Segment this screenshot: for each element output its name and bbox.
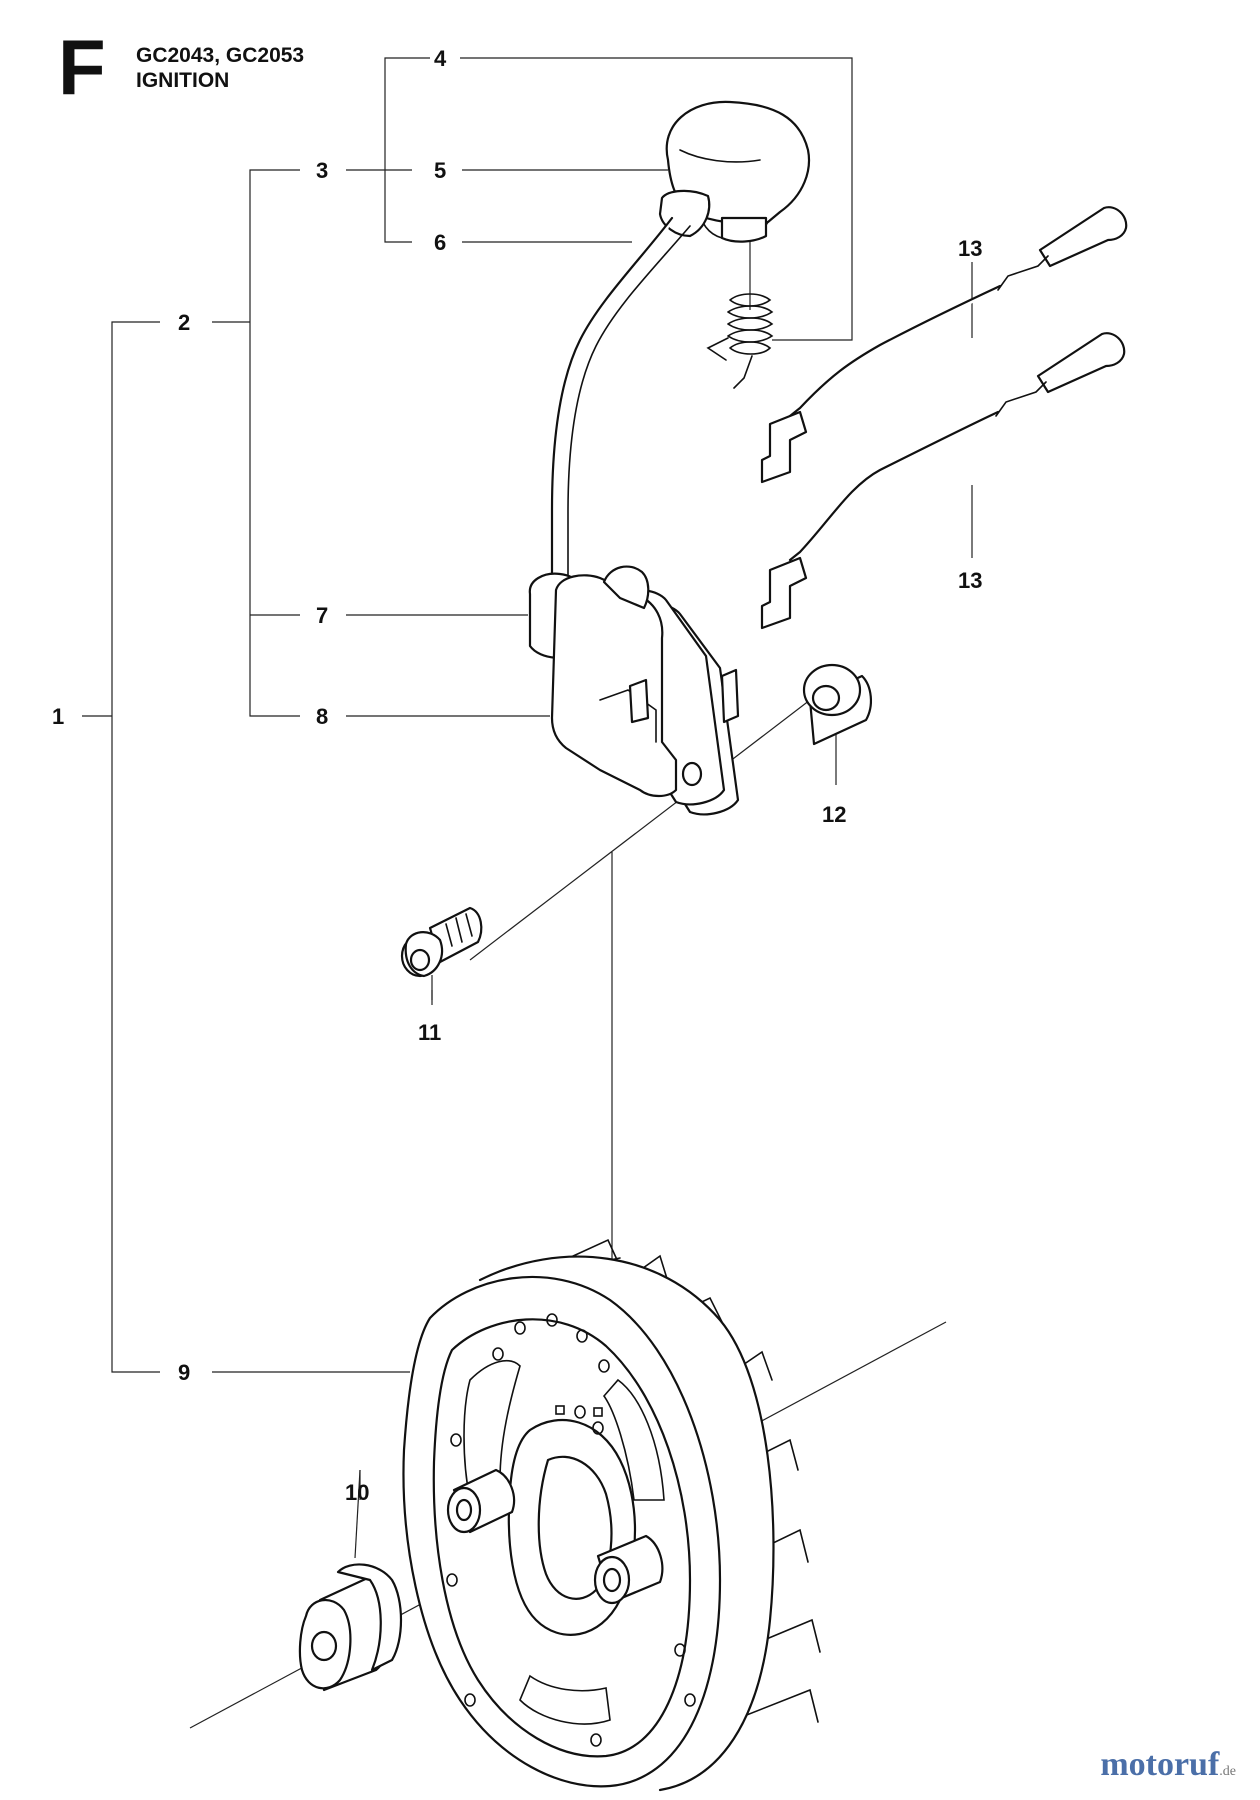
flywheel-nut (298, 1563, 403, 1692)
callout-13-upper: 13 (958, 236, 982, 261)
watermark-logo: motoruf.de (1100, 1746, 1236, 1784)
callout-5: 5 (434, 158, 446, 183)
callout-1: 1 (52, 704, 64, 729)
callout-labels: 1 2 3 4 5 6 7 8 9 10 11 12 13 13 (52, 46, 982, 1505)
callout-4: 4 (434, 46, 447, 71)
ground-wire-upper (760, 206, 1128, 484)
callout-8: 8 (316, 704, 328, 729)
watermark-tld: .de (1219, 1764, 1236, 1779)
callout-3: 3 (316, 158, 328, 183)
model-numbers: GC2043, GC2053 (136, 44, 305, 67)
callout-7: 7 (316, 603, 328, 628)
callout-13-lower: 13 (958, 568, 982, 593)
ignition-coil (528, 565, 740, 816)
ignition-lead-inner (567, 225, 691, 579)
watermark-text: motoruf (1100, 1746, 1220, 1783)
callout-2: 2 (178, 310, 190, 335)
callout-10: 10 (345, 1480, 369, 1505)
ignition-lead (550, 216, 674, 580)
callout-11: 11 (418, 1020, 441, 1045)
callout-9: 9 (178, 1360, 190, 1385)
section-title: IGNITION (136, 69, 230, 92)
callout-6: 6 (434, 230, 446, 255)
spacer-sleeve (802, 663, 872, 746)
screw (400, 906, 483, 978)
section-letter: F (58, 23, 106, 111)
ground-wire-lower (760, 332, 1126, 630)
callout-12: 12 (822, 802, 846, 827)
spring (706, 293, 774, 389)
flywheel (402, 1238, 821, 1792)
